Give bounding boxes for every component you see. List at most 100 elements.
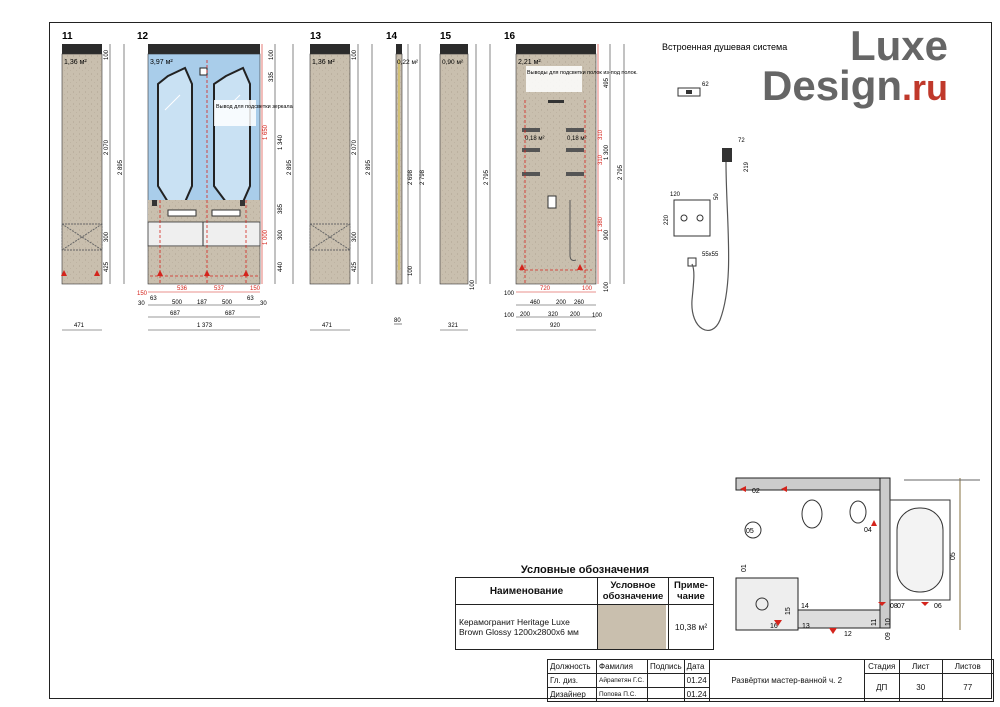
legend-col-note: Приме-чание xyxy=(668,577,714,605)
svg-text:55x55: 55x55 xyxy=(702,252,719,258)
svg-text:200: 200 xyxy=(520,312,531,318)
svg-text:260: 260 xyxy=(574,300,585,306)
svg-text:687: 687 xyxy=(170,311,181,317)
svg-text:200: 200 xyxy=(556,300,567,306)
legend-title: Условные обозначения xyxy=(520,564,650,576)
svg-text:100: 100 xyxy=(352,49,358,60)
svg-text:100: 100 xyxy=(582,286,593,292)
svg-text:08: 08 xyxy=(890,603,898,610)
svg-text:150: 150 xyxy=(250,286,261,292)
svg-text:100: 100 xyxy=(604,281,610,292)
svg-text:14: 14 xyxy=(801,603,809,610)
svg-text:1 650: 1 650 xyxy=(263,124,269,140)
svg-text:460: 460 xyxy=(530,300,541,306)
svg-text:11: 11 xyxy=(871,619,878,626)
svg-text:01: 01 xyxy=(741,564,748,572)
panel-area: 0,90 м² xyxy=(442,59,464,66)
site-logo: Luxe Design.ru xyxy=(762,22,949,109)
panel-number: 12 xyxy=(137,31,149,42)
panel-width: 471 xyxy=(74,323,85,329)
svg-text:300: 300 xyxy=(352,231,358,242)
panel-number: 13 xyxy=(310,31,322,42)
panel-16: 16 2,21 м² Выводы для подсветки полок из… xyxy=(504,31,638,331)
drawing-frame xyxy=(49,22,992,699)
panel-area: 1,36 м² xyxy=(312,59,335,66)
panel-width: 80 xyxy=(394,318,401,324)
mirror-note: Вывод для подсветки зеркала xyxy=(216,104,294,110)
dim: 2 070 xyxy=(104,139,110,155)
title-block: Должность Фамилия Подпись Дата Развёртки… xyxy=(547,659,994,702)
svg-text:02: 02 xyxy=(752,488,760,495)
tile-swatch xyxy=(598,605,666,649)
svg-text:05: 05 xyxy=(950,552,957,560)
svg-text:63: 63 xyxy=(150,296,157,302)
svg-text:10: 10 xyxy=(885,618,892,626)
shelf-note: Выводы для подсветки полок из-под полок. xyxy=(527,70,638,76)
panel-area: 1,36 м² xyxy=(64,59,87,66)
svg-text:100: 100 xyxy=(470,279,476,290)
dim: 2 895 xyxy=(118,159,124,175)
svg-text:300: 300 xyxy=(278,229,284,240)
panel-11: 11 1,36 м² 100 2 070 2 895 300 425 471 xyxy=(61,31,125,331)
svg-text:385: 385 xyxy=(278,203,284,214)
svg-text:30: 30 xyxy=(260,301,267,307)
panel-width: 321 xyxy=(448,323,459,329)
sheet-value: 30 xyxy=(898,673,943,702)
panel-number: 14 xyxy=(386,31,398,42)
panel-14: 14 0,22 м² 2 698 2 798 100 80 xyxy=(386,31,426,325)
svg-text:335: 335 xyxy=(269,71,275,82)
svg-text:1 000: 1 000 xyxy=(263,229,269,245)
svg-text:12: 12 xyxy=(844,631,852,638)
panel-15: 15 0,90 м² 2 795 100 321 xyxy=(439,31,491,331)
svg-text:536: 536 xyxy=(177,286,188,292)
sheets-value: 77 xyxy=(941,673,994,702)
svg-text:2 795: 2 795 xyxy=(484,169,490,185)
panel-total: 1 373 xyxy=(197,323,213,329)
legend-item-name: Керамогранит Heritage Luxe Brown Glossy … xyxy=(455,604,598,650)
svg-text:2 798: 2 798 xyxy=(420,169,426,185)
svg-text:06: 06 xyxy=(934,603,942,610)
svg-text:187: 187 xyxy=(197,300,208,306)
svg-text:09: 09 xyxy=(885,632,892,640)
svg-text:13: 13 xyxy=(802,623,810,630)
svg-text:687: 687 xyxy=(225,311,236,317)
svg-text:07: 07 xyxy=(897,603,905,610)
panel-number: 15 xyxy=(440,31,452,42)
svg-text:04: 04 xyxy=(864,527,872,534)
svg-text:0,18 м²: 0,18 м² xyxy=(525,136,544,142)
svg-text:63: 63 xyxy=(247,296,254,302)
svg-text:310: 310 xyxy=(598,154,604,165)
svg-text:219: 219 xyxy=(744,161,750,172)
svg-text:1 340: 1 340 xyxy=(278,134,284,150)
panel-12: 12 Вывод для подсветки зеркала 3,97 м² 1… xyxy=(137,31,294,331)
svg-text:1 380: 1 380 xyxy=(598,216,604,232)
svg-text:537: 537 xyxy=(214,286,225,292)
svg-text:320: 320 xyxy=(548,312,559,318)
svg-text:2 795: 2 795 xyxy=(618,164,624,180)
svg-text:720: 720 xyxy=(540,286,551,292)
svg-text:72: 72 xyxy=(738,138,745,144)
svg-text:100: 100 xyxy=(504,291,515,297)
svg-text:1 300: 1 300 xyxy=(604,144,610,160)
svg-text:2 895: 2 895 xyxy=(366,159,372,175)
svg-text:495: 495 xyxy=(604,77,610,88)
shower-system: Встроенная душевая система 62 72 219 120… xyxy=(662,42,787,331)
svg-text:50: 50 xyxy=(714,193,720,200)
svg-text:2 698: 2 698 xyxy=(408,169,414,185)
floor-plan: 05 02 01 04 05 14 15 16 13 12 11 10 09 0… xyxy=(735,477,980,640)
svg-text:220: 220 xyxy=(664,214,670,225)
svg-text:440: 440 xyxy=(278,261,284,272)
svg-text:100: 100 xyxy=(269,49,275,60)
dim: 300 xyxy=(104,231,110,242)
legend-col-name: Наименование xyxy=(455,577,598,605)
svg-text:120: 120 xyxy=(670,192,681,198)
svg-text:30: 30 xyxy=(138,301,145,307)
svg-text:2 895: 2 895 xyxy=(287,159,293,175)
svg-text:500: 500 xyxy=(222,300,233,306)
svg-text:500: 500 xyxy=(172,300,183,306)
svg-text:62: 62 xyxy=(702,82,709,88)
panel-13: 13 1,36 м² 100 2 070 2 895 300 425 471 xyxy=(309,31,373,331)
svg-text:150: 150 xyxy=(137,291,148,297)
svg-text:100: 100 xyxy=(504,313,515,319)
